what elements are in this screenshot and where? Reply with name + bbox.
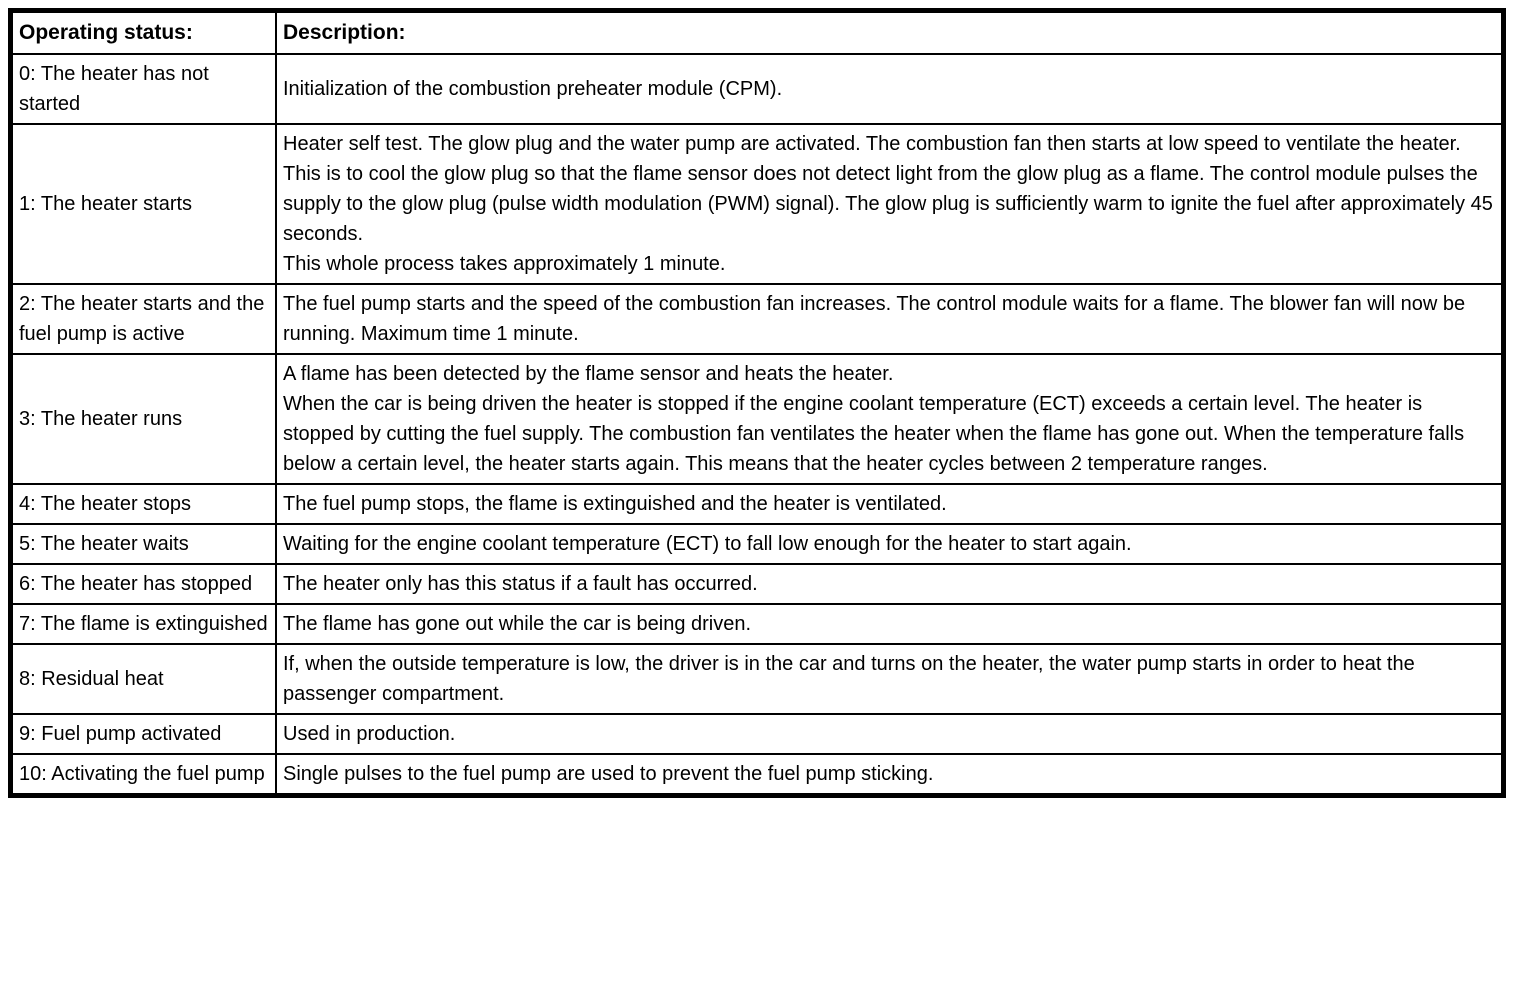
description-line: Used in production. xyxy=(283,723,456,745)
description-line: The heater only has this status if a fau… xyxy=(283,573,758,595)
description-cell: Used in production. xyxy=(275,713,1505,755)
header-description: Description: xyxy=(275,9,1505,55)
description-cell: Single pulses to the fuel pump are used … xyxy=(275,753,1505,797)
description-line: The fuel pump starts and the speed of th… xyxy=(283,293,1466,345)
description-line: The flame has gone out while the car is … xyxy=(283,613,752,635)
table-row: 4: The heater stops The fuel pump stops, … xyxy=(9,483,1505,525)
operating-status-table: Operating status: Description: 0: The he… xyxy=(8,8,1506,798)
description-cell: If, when the outside temperature is low,… xyxy=(275,643,1505,715)
operating-status-cell: 5: The heater waits xyxy=(9,523,277,565)
table-row: 3: The heater runs A flame has been detec… xyxy=(9,353,1505,485)
table-row: 9: Fuel pump activated Used in production… xyxy=(9,713,1505,755)
description-line: A flame has been detected by the flame s… xyxy=(283,363,894,385)
description-line: Heater self test. The glow plug and the … xyxy=(283,133,1493,245)
table-row: 5: The heater waits Waiting for the engin… xyxy=(9,523,1505,565)
description-line: Single pulses to the fuel pump are used … xyxy=(283,763,934,785)
description-cell: A flame has been detected by the flame s… xyxy=(275,353,1505,485)
description-cell: The flame has gone out while the car is … xyxy=(275,603,1505,645)
operating-status-cell: 9: Fuel pump activated xyxy=(9,713,277,755)
description-cell: Initialization of the combustion preheat… xyxy=(275,53,1505,125)
operating-status-cell: 3: The heater runs xyxy=(9,353,277,485)
description-cell: Heater self test. The glow plug and the … xyxy=(275,123,1505,285)
description-line: This whole process takes approximately 1… xyxy=(283,253,726,275)
description-cell: The fuel pump stops, the flame is exting… xyxy=(275,483,1505,525)
table-row: 7: The flame is extinguished The flame ha… xyxy=(9,603,1505,645)
operating-status-cell: 7: The flame is extinguished xyxy=(9,603,277,645)
description-line: The fuel pump stops, the flame is exting… xyxy=(283,493,947,515)
operating-status-cell: 6: The heater has stopped xyxy=(9,563,277,605)
operating-status-cell: 2: The heater starts and the fuel pump i… xyxy=(9,283,277,355)
header-row: Operating status: Description: xyxy=(9,9,1505,55)
table-row: 6: The heater has stopped The heater only… xyxy=(9,563,1505,605)
description-cell: The heater only has this status if a fau… xyxy=(275,563,1505,605)
operating-status-cell: 10: Activating the fuel pump xyxy=(9,753,277,797)
operating-status-cell: 8: Residual heat xyxy=(9,643,277,715)
table-body: 0: The heater has not started Initializat… xyxy=(9,53,1505,797)
operating-status-cell: 0: The heater has not started xyxy=(9,53,277,125)
table-row: 2: The heater starts and the fuel pump i… xyxy=(9,283,1505,355)
table-row: 0: The heater has not started Initializat… xyxy=(9,53,1505,125)
description-line: Initialization of the combustion preheat… xyxy=(283,78,783,100)
description-line: If, when the outside temperature is low,… xyxy=(283,653,1415,705)
description-line: When the car is being driven the heater … xyxy=(283,393,1465,475)
operating-status-cell: 1: The heater starts xyxy=(9,123,277,285)
table-row: 10: Activating the fuel pump Single pulse… xyxy=(9,753,1505,797)
header-operating-status: Operating status: xyxy=(9,9,277,55)
description-cell: The fuel pump starts and the speed of th… xyxy=(275,283,1505,355)
description-line: Waiting for the engine coolant temperatu… xyxy=(283,533,1132,555)
description-cell: Waiting for the engine coolant temperatu… xyxy=(275,523,1505,565)
operating-status-cell: 4: The heater stops xyxy=(9,483,277,525)
table-header: Operating status: Description: xyxy=(9,9,1505,55)
